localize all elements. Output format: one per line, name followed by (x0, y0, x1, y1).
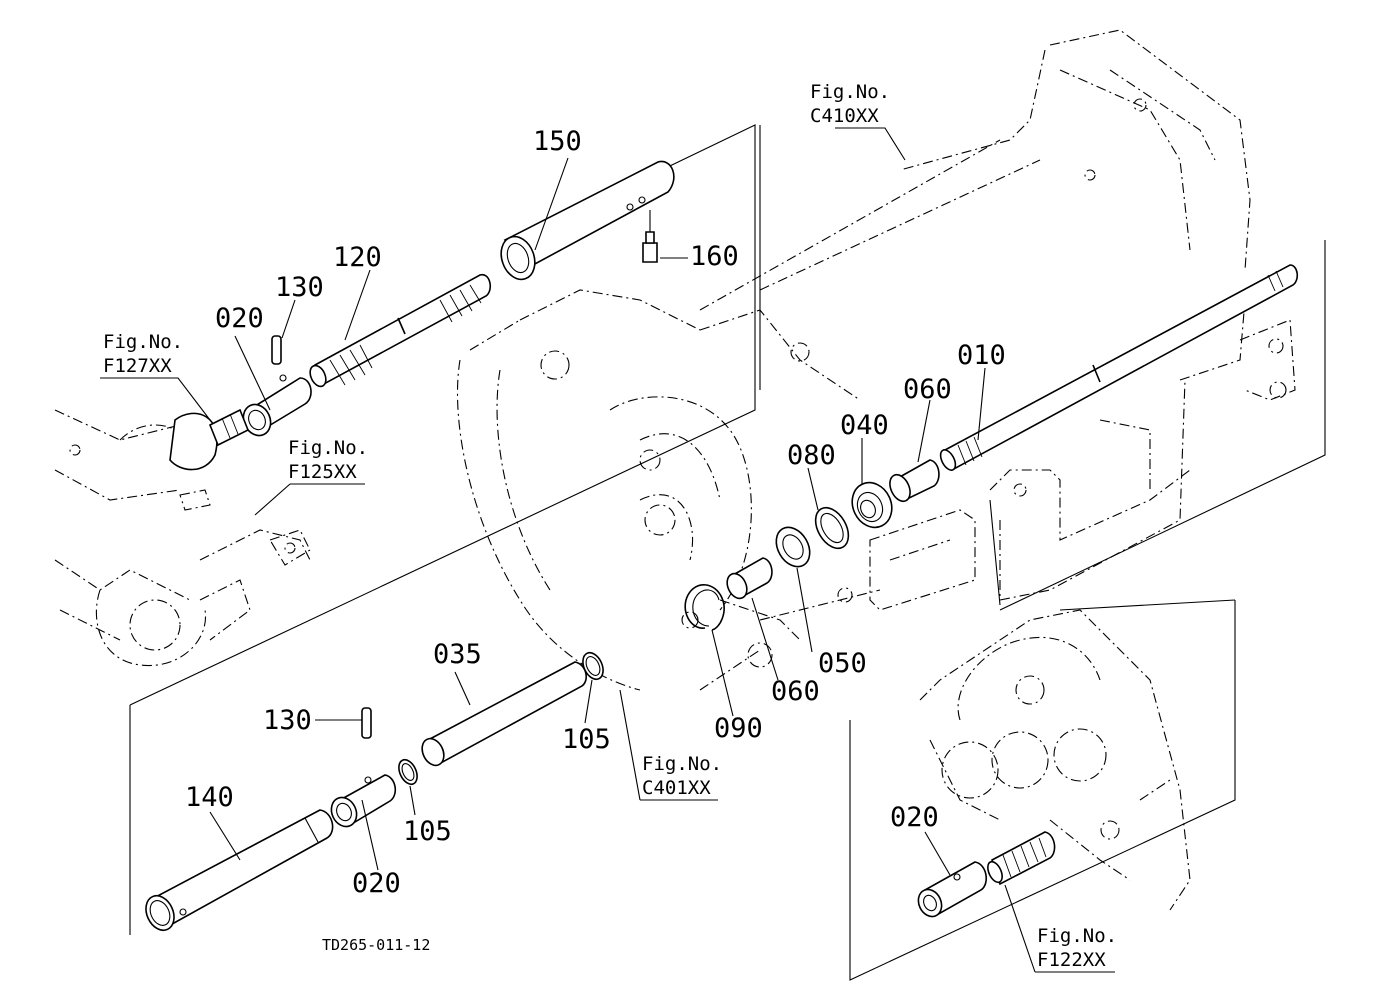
label-020-right: 020 (890, 802, 939, 833)
ref-f122-code: F122XX (1037, 949, 1106, 971)
part-035-tube[interactable] (418, 661, 587, 769)
label-020-lower: 020 (352, 868, 401, 899)
label-080: 080 (787, 440, 836, 471)
ref-f125-code: F125XX (288, 461, 357, 483)
part-020-coupler-right[interactable] (914, 861, 988, 920)
ref-c410-code: C410XX (810, 105, 879, 127)
label-130-lower: 130 (263, 705, 312, 736)
part-160-fitting[interactable] (642, 210, 658, 263)
part-020-coupler-upper[interactable] (238, 374, 312, 440)
label-130-upper: 130 (275, 272, 324, 303)
part-060-spacer-lower[interactable] (723, 557, 773, 602)
label-120: 120 (333, 242, 382, 273)
drawing-code: TD265-011-12 (322, 936, 430, 954)
label-105-upper: 105 (562, 724, 611, 755)
ref-f122-fig: Fig.No. (1037, 925, 1117, 947)
part-060-spacer-upper[interactable] (886, 459, 940, 504)
part-120-shaft[interactable] (307, 273, 492, 389)
part-140-tube[interactable] (141, 809, 334, 935)
front-axle-frame (54, 409, 311, 667)
part-130-pin-lower[interactable] (361, 707, 372, 739)
part-130-pin-upper[interactable] (271, 335, 282, 365)
part-040-bearing[interactable] (845, 476, 899, 534)
label-150: 150 (533, 126, 582, 157)
leader-lines (100, 127, 1115, 973)
part-105-oring-lower[interactable] (395, 757, 420, 787)
ref-f125-fig: Fig.No. (288, 437, 368, 459)
stub-shaft-f122 (987, 831, 1056, 886)
part-010-main-shaft[interactable] (938, 264, 1299, 473)
part-020-coupler-lower[interactable] (327, 774, 397, 831)
label-010: 010 (957, 340, 1006, 371)
transmission-housing (456, 29, 1296, 691)
part-150-tube[interactable] (495, 160, 675, 284)
label-140: 140 (185, 782, 234, 813)
rear-housing (919, 609, 1191, 911)
ref-c410-fig: Fig.No. (810, 81, 890, 103)
part-090-circlip[interactable] (684, 584, 725, 631)
ref-f127-fig: Fig.No. (103, 331, 183, 353)
label-040: 040 (840, 410, 889, 441)
stub-shaft-f127 (169, 408, 250, 471)
label-160: 160 (690, 241, 739, 272)
ref-f127-code: F127XX (103, 355, 172, 377)
label-105-lower: 105 (403, 816, 452, 847)
label-060-upper: 060 (903, 374, 952, 405)
group-frames (129, 124, 1326, 981)
label-060-lower: 060 (771, 676, 820, 707)
part-labels: 150 160 120 130 020 010 060 040 080 050 … (185, 126, 1006, 899)
ref-c401-code: C401XX (642, 777, 711, 799)
label-090: 090 (714, 713, 763, 744)
figure-references: Fig.No. C410XX Fig.No. F127XX Fig.No. F1… (103, 81, 1117, 971)
part-080-ring[interactable] (809, 502, 855, 554)
label-035: 035 (433, 639, 482, 670)
part-050-seal[interactable] (770, 521, 817, 572)
ref-c401-fig: Fig.No. (642, 753, 722, 775)
label-050: 050 (818, 648, 867, 679)
label-020-upper: 020 (215, 303, 264, 334)
